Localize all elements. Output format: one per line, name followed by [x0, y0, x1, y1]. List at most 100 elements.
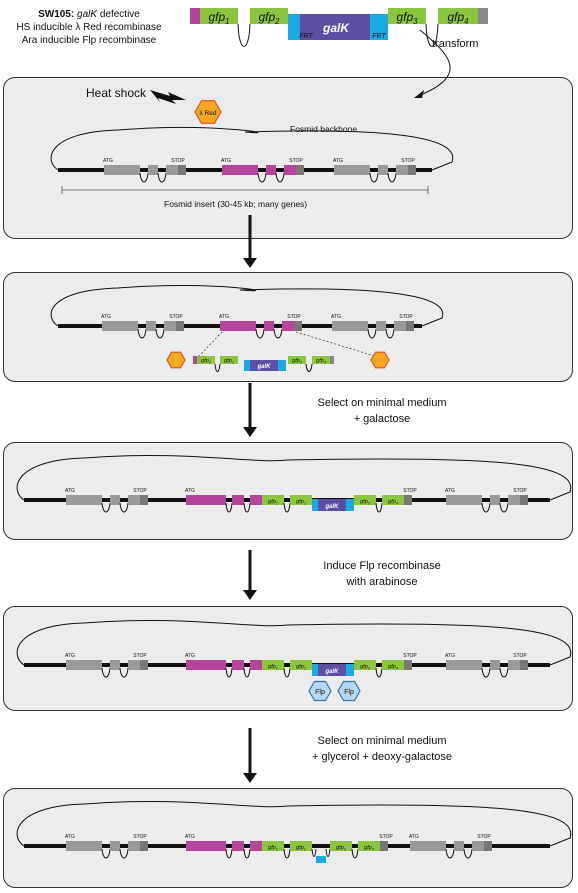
panel5-gene1-intron2: [119, 848, 129, 859]
panel1-gene2-stop-exon: [296, 165, 304, 175]
panel5-mag-intron2: [243, 848, 251, 859]
panel4-gene1-exon2: [110, 660, 120, 670]
panel3-gene3-stop-exon: [520, 495, 528, 505]
cassette-homology-right: [478, 8, 488, 24]
panel5-gene1-stop-label: STOP: [133, 834, 147, 840]
panel2-gene3-stop-exon: [406, 321, 414, 331]
panel4-gene1-intron2: [119, 667, 129, 678]
gfp-subscript: 3: [344, 847, 346, 851]
panel3-gfp1-label: gfp1: [268, 499, 278, 505]
panel5-gene1-atg-label: ATG: [65, 834, 75, 840]
panel-flp-induction: [3, 606, 573, 711]
mini-frt-left: [244, 360, 250, 371]
gfp-subscript: 1: [276, 847, 278, 851]
cassette-frt-left-label: FRT: [299, 33, 313, 40]
step-select-deoxy-galactose: Select on minimal medium+ glycerol + deo…: [311, 735, 453, 763]
panel1-gene2-exon3: [284, 165, 296, 175]
panel1-fosmid-backbone: [50, 127, 454, 171]
panel2-gene2-atg-label: ATG: [219, 314, 229, 320]
panel5-gene1-exon1: [66, 841, 102, 851]
panel1-gene2-intron1: [257, 172, 267, 183]
gfp-subscript: 4: [464, 17, 469, 26]
cassette-gfp3-label: gfp3: [396, 10, 418, 26]
panel2-gene3-exon2: [376, 321, 386, 331]
panel3-gfp4-label: gfp4: [388, 499, 398, 505]
mini-cassette-right-arm: [330, 356, 334, 364]
panel4-gene3-stop-label: STOP: [513, 653, 527, 659]
panel4-fosmid-backbone: [16, 620, 572, 666]
gfp-subscript: 4: [396, 501, 398, 505]
arrow-3-head: [243, 590, 257, 600]
strain-description: SW105: galK defective HS inducible λ Red…: [4, 8, 174, 47]
panel4-gene1-stop-label: STOP: [133, 653, 147, 659]
cassette-galk: [300, 14, 370, 40]
arrow-1-head: [243, 258, 257, 268]
gfp-subscript: 1: [225, 17, 229, 26]
panel5-mag-exon2: [232, 841, 244, 851]
panel4-galk: [318, 664, 346, 676]
panel5-gene3-exon1: [410, 841, 446, 851]
cassette-homology-left: [190, 8, 200, 24]
panel5-gfp4-label: gfp4: [364, 845, 374, 851]
mini-gfp1: [197, 356, 215, 364]
panel1-gene1-exon2: [148, 165, 158, 175]
cassette-frt-left: [288, 14, 300, 40]
panel4-frt-right: [346, 664, 354, 676]
cassette-galk-label: galK: [322, 21, 350, 35]
panel2-gene3-exon3: [394, 321, 406, 331]
panel4-gfp2: [290, 660, 312, 670]
cassette-gfp4-label: gfp4: [447, 10, 469, 26]
panel1-gene3-atg-label: ATG: [333, 158, 343, 164]
panel3-gfp-intron2: [375, 502, 383, 513]
mini-gfp4: [312, 356, 330, 364]
gfp-subscript: 3: [300, 360, 302, 364]
mini-frt-right: [278, 360, 286, 371]
strain-flp-line: Ara inducible Flp recombinase: [21, 35, 157, 46]
cassette-frt-right-block: [370, 14, 388, 40]
panel5-gene3-exon2: [454, 841, 464, 851]
mini-galk-label: galK: [256, 364, 271, 370]
panel3-gfp2: [290, 495, 312, 505]
panel3-fosmid-backbone: [16, 455, 572, 501]
cassette-gfp3: [388, 8, 426, 24]
panel5-gene3-intron2: [463, 848, 473, 859]
fosmid-backbone-label: Fosmid backbone: [290, 124, 358, 134]
panel4-mag-exon2: [232, 660, 244, 670]
panel3-mag-intron2: [243, 502, 251, 513]
panel2-gene3-stop-label: STOP: [399, 314, 413, 320]
panel2-gene2-intron2: [273, 328, 283, 339]
gfp-subscript: 2: [303, 847, 306, 851]
panel2-gene2-exon1: [220, 321, 256, 331]
panel1-gene3-stop-label: STOP: [401, 158, 415, 164]
panel3-gene3-exon1: [446, 495, 482, 505]
arrow-4-head: [243, 773, 257, 783]
panel4-gene3-stop-exon: [520, 660, 528, 670]
panel1-gene2-intron2: [275, 172, 285, 183]
panel3-mag-exon3: [250, 495, 262, 505]
panel2-gene2-intron1: [255, 328, 265, 339]
gfp-subscript: 4: [396, 666, 398, 670]
panel5-gap-right: [325, 848, 331, 857]
panel4-mag-exon1: [186, 660, 226, 670]
panel5-frt-scar: [316, 856, 326, 863]
panel4-gfp-intron2: [375, 667, 383, 678]
panel1-gene1-exon3: [166, 165, 178, 175]
panel3-gene3-exon3: [508, 495, 520, 505]
panel5-gfp1-label: gfp1: [268, 845, 278, 851]
panel4-gene3-exon2: [490, 660, 500, 670]
panel5-stop-exon: [380, 841, 388, 851]
panel4-gfp3: [354, 660, 376, 670]
panel1-gene1-stop-exon: [178, 165, 186, 175]
red-recombinase-hexagon: [194, 100, 222, 124]
panel5-gfp-intron2: [351, 848, 359, 859]
panel-galk-insert: [3, 442, 573, 540]
panel4-gene1-intron1: [101, 667, 111, 678]
panel2-gene1-exon2: [146, 321, 156, 331]
panel3-gene1-exon3: [128, 495, 140, 505]
gfp-subscript: 4: [324, 360, 326, 364]
panel4-gene3-exon3: [508, 660, 520, 670]
strain-name: SW105:: [38, 9, 75, 20]
panel1-gene2-stop-label: STOP: [289, 158, 303, 164]
panel5-gap-left: [311, 848, 317, 857]
